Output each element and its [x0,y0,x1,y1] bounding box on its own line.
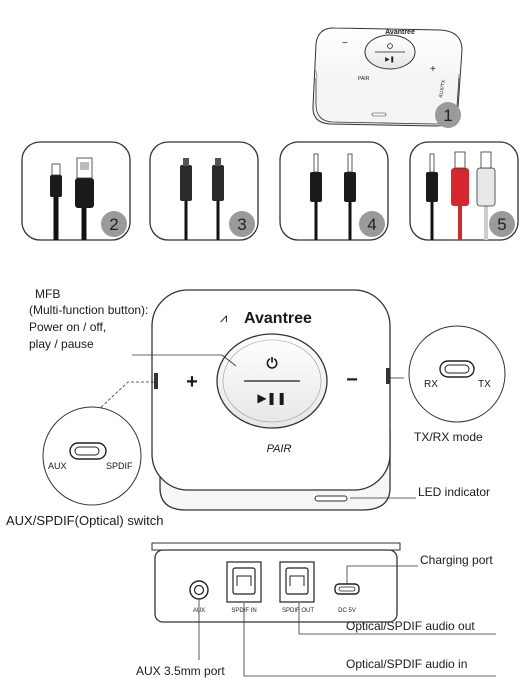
back-panel: AUX SPDIF IN SPDIF OUT DC 5V [151,542,401,623]
main-device-brand-icon: ⩘ [220,311,227,326]
top-device-side-text: AUX/TX [438,79,447,98]
led-indicator [314,495,348,502]
badge-1-number: 1 [443,106,452,125]
back-dc-text: DC 5V [338,608,356,614]
badge-2-number: 2 [109,215,118,234]
badge-1 [435,102,461,128]
top-device-minus: − [342,38,348,49]
mfb-label-1: MFB [35,287,60,301]
top-device: ▶❚ Avantree − + PAIR AUX/TX 1 [312,27,463,128]
optical-out-caption: Optical/SPDIF audio out [346,619,475,633]
main-device: ⩘ Avantree ⏻ ▶❚❚ + − PAIR [151,289,391,511]
volume-up-button[interactable]: + [186,371,198,393]
top-device-pair-text: PAIR [358,76,370,82]
top-device-plus: + [430,64,436,75]
aux-label: AUX [48,461,67,471]
main-device-brand: Avantree [244,310,312,327]
mfb-label-2: (Multi-function button): [29,303,148,317]
badge-5-number: 5 [497,215,506,234]
top-device-brand: Avantree [385,29,415,36]
badge-4-number: 4 [367,215,376,234]
accessory-usb-cable: 2 [21,141,131,241]
switch-caption: AUX/SPDIF(Optical) switch [6,513,163,528]
pair-button[interactable]: PAIR [267,443,292,455]
badge-3-number: 3 [237,215,246,234]
tx-label: TX [478,379,491,390]
play-pause-icon: ▶❚❚ [257,391,286,405]
accessory-rca-cable: 5 [409,141,519,241]
mfb-label-4: play / pause [29,337,94,351]
aux-caption: AUX 3.5mm port [136,664,225,678]
power-icon: ⏻ [266,356,277,372]
rx-label: RX [424,379,438,390]
mfb-label-3: Power on / off, [29,320,106,334]
accessory-optical-cable: 3 [149,141,259,241]
led-caption: LED indicator [418,485,490,499]
spdif-label: SPDIF [106,461,133,471]
charging-caption: Charging port [420,553,493,567]
back-spdif-out-text: SPDIF OUT [282,608,314,614]
txrx-caption: TX/RX mode [414,430,483,444]
volume-down-button[interactable]: − [346,369,358,391]
accessory-aux-cable: 4 [279,141,389,241]
optical-in-caption: Optical/SPDIF audio in [346,657,467,671]
top-device-play-icon: ▶❚ [385,56,395,63]
